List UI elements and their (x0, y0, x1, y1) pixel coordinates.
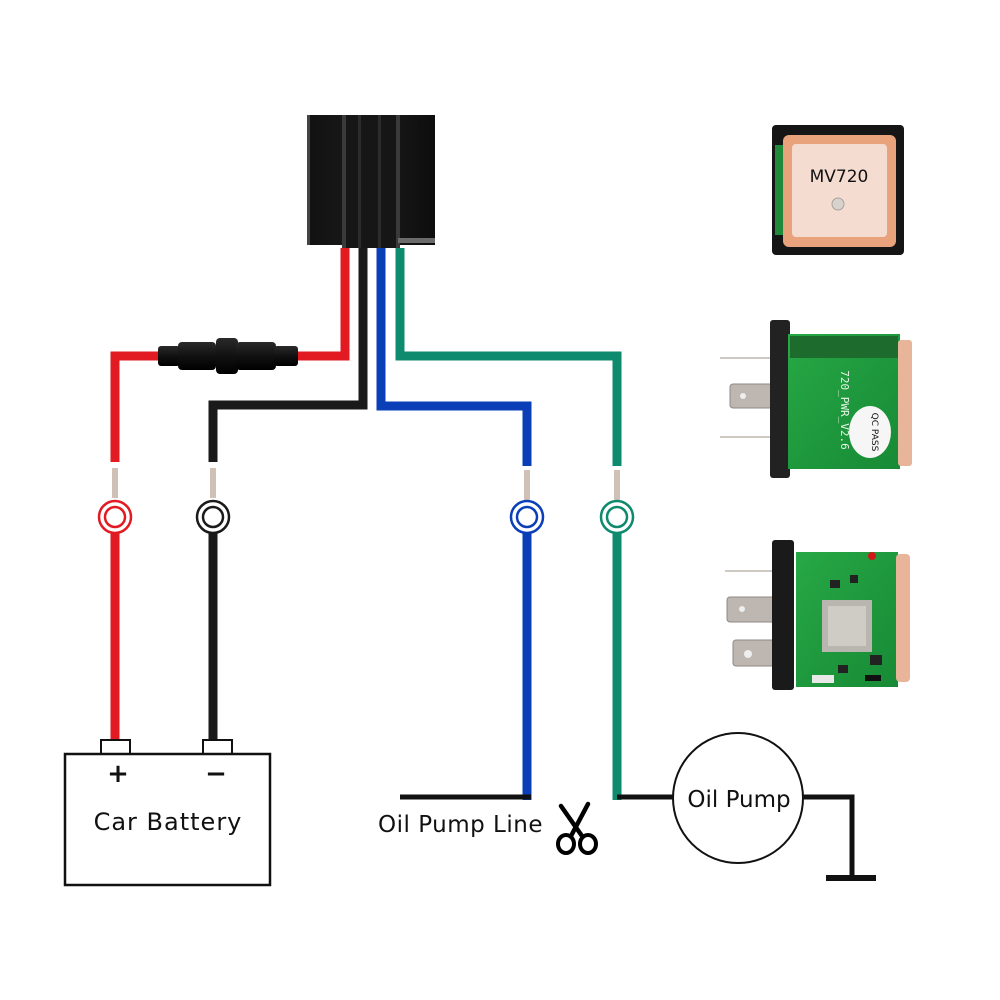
scissors-icon (556, 801, 598, 855)
blue-wire (376, 248, 532, 800)
black-wire (208, 248, 368, 742)
ring-terminal-red (97, 499, 133, 535)
battery-minus-sign: − (205, 759, 227, 789)
pcb-version-label: 720_PWR_V2.6 (838, 370, 851, 449)
green-wire (395, 248, 622, 800)
qc-pass-label: QC PASS (869, 413, 879, 452)
ring-terminal-blue (509, 499, 545, 535)
gps-antenna-view: MV720 (772, 125, 904, 255)
ring-terminal-green (599, 499, 635, 535)
pcb-side-view: QC PASS 720_PWR_V2.6 (720, 320, 912, 478)
oil-pump: Oil Pump (617, 732, 855, 878)
car-battery: + − Car Battery (63, 739, 272, 887)
oil-pump-line: Oil Pump Line (378, 794, 543, 838)
ring-terminal-black (195, 499, 231, 535)
red-wire (110, 248, 350, 742)
inline-fuse (158, 338, 298, 374)
antenna-model-label: MV720 (810, 167, 869, 187)
oil-pump-line-label: Oil Pump Line (378, 812, 543, 838)
relay-device (307, 115, 435, 248)
battery-plus-sign: + (107, 759, 129, 789)
battery-label: Car Battery (94, 808, 243, 836)
oil-pump-label: Oil Pump (687, 787, 790, 813)
pcb-sim-view (725, 540, 910, 690)
